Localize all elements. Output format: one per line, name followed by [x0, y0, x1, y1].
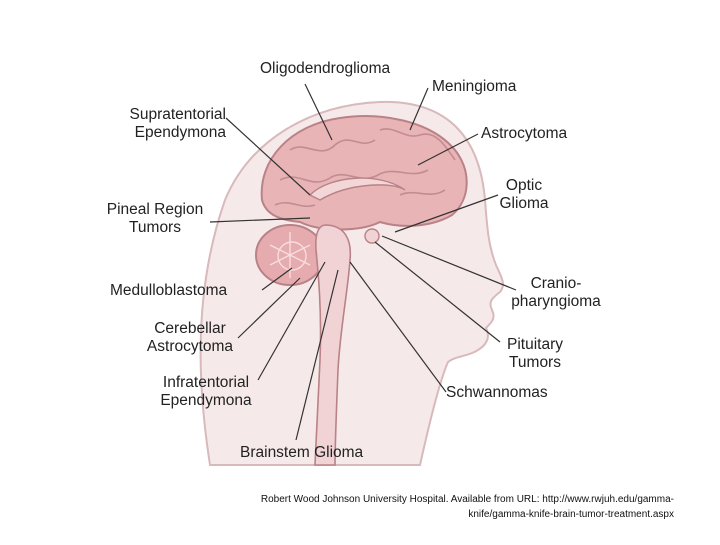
- leader-lines: [209, 83, 517, 441]
- leader-supratentorial: [225, 117, 311, 196]
- corpus-callosum: [308, 177, 406, 201]
- caption-line-1: Robert Wood Johnson University Hospital.…: [260, 494, 674, 505]
- label-medulloblastoma: Medulloblastoma: [110, 282, 228, 299]
- label-oligodendroglioma: Oligodendroglioma: [260, 60, 391, 77]
- pituitary: [364, 228, 380, 244]
- leader-optic: [394, 194, 499, 233]
- label-craniopharyngioma: Cranio- pharyngioma: [511, 275, 601, 310]
- leader-cerebellar: [237, 277, 301, 339]
- label-brainstem-glioma: Brainstem Glioma: [240, 444, 364, 461]
- label-infratentorial-ependymona: Infratentorial Ependymona: [160, 374, 252, 409]
- leader-oligodendroglioma: [304, 83, 333, 141]
- label-pituitary-tumors: Pituitary Tumors: [507, 336, 563, 371]
- brainstem: [314, 224, 352, 466]
- leader-infratentorial: [257, 261, 326, 381]
- leader-astrocytoma: [417, 133, 479, 166]
- label-astrocytoma: Astrocytoma: [481, 125, 568, 142]
- cerebrum: [260, 115, 468, 231]
- caption-line-2: knife/gamma-knife-brain-tumor-treatment.…: [468, 509, 674, 520]
- label-cerebellar-astrocytoma: Cerebellar Astrocytoma: [146, 320, 234, 355]
- label-supratentorial-ependymona: Supratentorial Ependymona: [129, 106, 226, 141]
- gyri-lines: [274, 128, 456, 207]
- leader-schwannomas: [349, 261, 447, 393]
- leader-pineal: [209, 217, 311, 223]
- leader-medulloblastoma: [261, 267, 293, 291]
- label-pineal-region-tumors: Pineal Region Tumors: [106, 201, 204, 236]
- leader-brainstem: [295, 269, 339, 441]
- label-optic-glioma: Optic Glioma: [499, 177, 549, 212]
- source-caption: Robert Wood Johnson University Hospital.…: [154, 492, 674, 522]
- label-schwannomas: Schwannomas: [446, 384, 548, 401]
- leader-pituitary: [374, 241, 501, 343]
- leader-meningioma: [409, 87, 429, 131]
- leader-cranio: [381, 235, 517, 291]
- cerebellum-folia: [269, 232, 311, 278]
- label-meningioma: Meningioma: [432, 78, 517, 95]
